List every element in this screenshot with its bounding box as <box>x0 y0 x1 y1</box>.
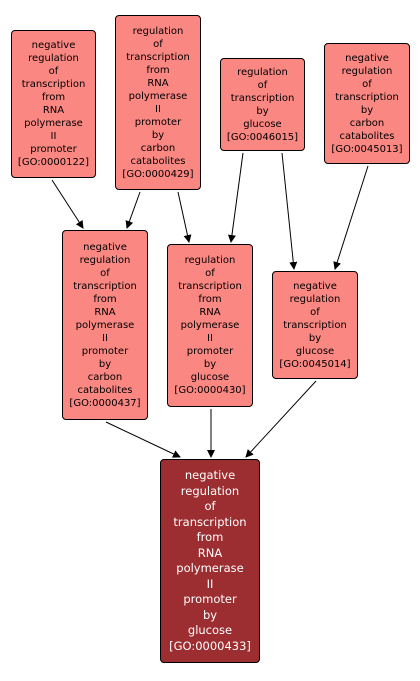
node-label-line: carbon <box>87 371 123 383</box>
node-label-line: promoter <box>183 592 237 606</box>
node-label-line: of <box>257 79 268 91</box>
node-label-line: polymerase <box>180 320 240 331</box>
node-label-line: from <box>146 64 170 76</box>
node-label-line: transcription <box>73 280 137 292</box>
node-label-line: promoter <box>134 116 182 128</box>
edge-go0000437-to-go0000433 <box>105 421 181 458</box>
edge-go0000429-to-go0000437 <box>125 191 141 229</box>
edge-go0046015-to-go0045014 <box>281 152 298 270</box>
node-label-line: negative <box>345 52 389 64</box>
node-label-line: promoter <box>30 144 77 155</box>
node-label-line: catabolites <box>130 155 186 167</box>
node-label-line: RNA <box>147 77 169 89</box>
node-go-0000430[interactable]: regulation of transcription from RNA pol… <box>167 244 253 407</box>
node-label-line: catabolites <box>77 384 133 396</box>
node-label-line: regulation <box>341 65 393 77</box>
edge-go0045013-to-go0045014 <box>333 165 369 270</box>
node-label-line: of <box>310 306 320 318</box>
node-label-line: of <box>153 38 163 50</box>
node-label-line: regulation <box>79 254 131 266</box>
edge-go0000122-to-go0000437 <box>51 179 84 229</box>
node-label-line: RNA <box>197 545 223 560</box>
node-label-line: polymerase <box>128 90 188 102</box>
node-label-line: from <box>93 293 117 305</box>
node-label-line: by <box>202 607 218 622</box>
node-label-line: II <box>207 333 213 344</box>
node-go-0000433[interactable]: negative regulation of transcription fro… <box>160 459 260 663</box>
node-label-line: transcription <box>173 514 247 529</box>
node-label-line: regulation <box>184 255 236 266</box>
node-label-line: II <box>206 576 214 591</box>
node-label-line: regulation <box>237 66 288 78</box>
node-label-line: regulation <box>180 483 240 498</box>
node-label-line: by <box>203 359 217 370</box>
node-label-line: glucose <box>295 345 335 357</box>
node-go-0045014[interactable]: negative regulation of transcription by … <box>272 271 358 379</box>
node-label-line: of <box>48 66 59 77</box>
node-label-line: of <box>205 268 215 279</box>
node-go-id: [GO:0045013] <box>331 143 403 155</box>
node-label-line: from <box>198 294 222 305</box>
node-label-line: regulation <box>289 293 341 305</box>
node-go-0046015[interactable]: regulation of transcription by glucose [… <box>220 58 305 151</box>
node-label-line: by <box>151 129 165 141</box>
node-label-line: by <box>360 104 374 116</box>
node-go-0000437[interactable]: negative regulation of transcription fro… <box>62 230 148 420</box>
node-label-line: RNA <box>199 307 221 318</box>
node-label-line: negative <box>31 40 76 51</box>
node-label-line: II <box>50 131 57 142</box>
node-label-line: transcription <box>283 319 347 331</box>
node-label-line: carbon <box>140 142 176 154</box>
node-label-line: polymerase <box>75 319 135 331</box>
edge-go0045014-to-go0000433 <box>245 380 317 458</box>
node-go-id: [GO:0046015] <box>226 131 299 143</box>
node-label-line: transcription <box>335 91 399 103</box>
node-label-line: by <box>256 105 269 117</box>
node-label-line: II <box>155 103 161 115</box>
node-label-line: glucose <box>187 623 233 637</box>
node-label-line: transcription <box>230 92 295 104</box>
node-go-id: [GO:0000429] <box>122 168 194 180</box>
node-label-line: negative <box>83 241 127 253</box>
node-go-id: [GO:0045014] <box>279 358 351 370</box>
node-label-line: of <box>204 499 216 513</box>
node-label-line: glucose <box>243 118 282 130</box>
node-label-line: promoter <box>186 346 234 357</box>
node-go-id: [GO:0000437] <box>69 397 141 409</box>
node-label-line: from <box>41 92 66 103</box>
node-label-line: polymerase <box>176 561 244 575</box>
node-label-line: by <box>308 332 322 344</box>
node-label-line: regulation <box>132 25 184 37</box>
node-label-line: glucose <box>190 372 230 383</box>
node-go-0000429[interactable]: regulation of transcription from RNA pol… <box>115 15 201 190</box>
node-go-id: [GO:0000430] <box>174 385 246 396</box>
node-label-line: of <box>362 78 372 90</box>
edge-go0046015-to-go0000430 <box>227 152 244 243</box>
node-label-line: polymerase <box>24 118 83 129</box>
node-go-0000122[interactable]: negative regulation of transcription fro… <box>11 30 96 178</box>
node-label-line: regulation <box>28 53 79 64</box>
node-label-line: transcription <box>126 51 190 63</box>
node-label-line: RNA <box>42 105 65 116</box>
node-label-line: promoter <box>81 345 129 357</box>
edge-go0000429-to-go0000430 <box>177 191 192 243</box>
node-go-0045013[interactable]: negative regulation of transcription by … <box>324 43 410 164</box>
node-label-line: carbon <box>349 117 385 129</box>
node-label-line: catabolites <box>339 130 395 142</box>
node-go-id: [GO:0000433] <box>169 638 251 653</box>
node-label-line: from <box>196 530 224 544</box>
node-go-id: [GO:0000122] <box>17 157 90 168</box>
node-label-line: of <box>100 267 110 279</box>
node-label-line: II <box>102 332 108 344</box>
node-label-line: negative <box>293 280 337 292</box>
node-label-line: transcription <box>21 79 86 90</box>
node-label-line: negative <box>184 468 236 482</box>
node-label-line: transcription <box>178 281 242 292</box>
node-label-line: by <box>98 358 112 370</box>
node-label-line: RNA <box>94 306 116 318</box>
